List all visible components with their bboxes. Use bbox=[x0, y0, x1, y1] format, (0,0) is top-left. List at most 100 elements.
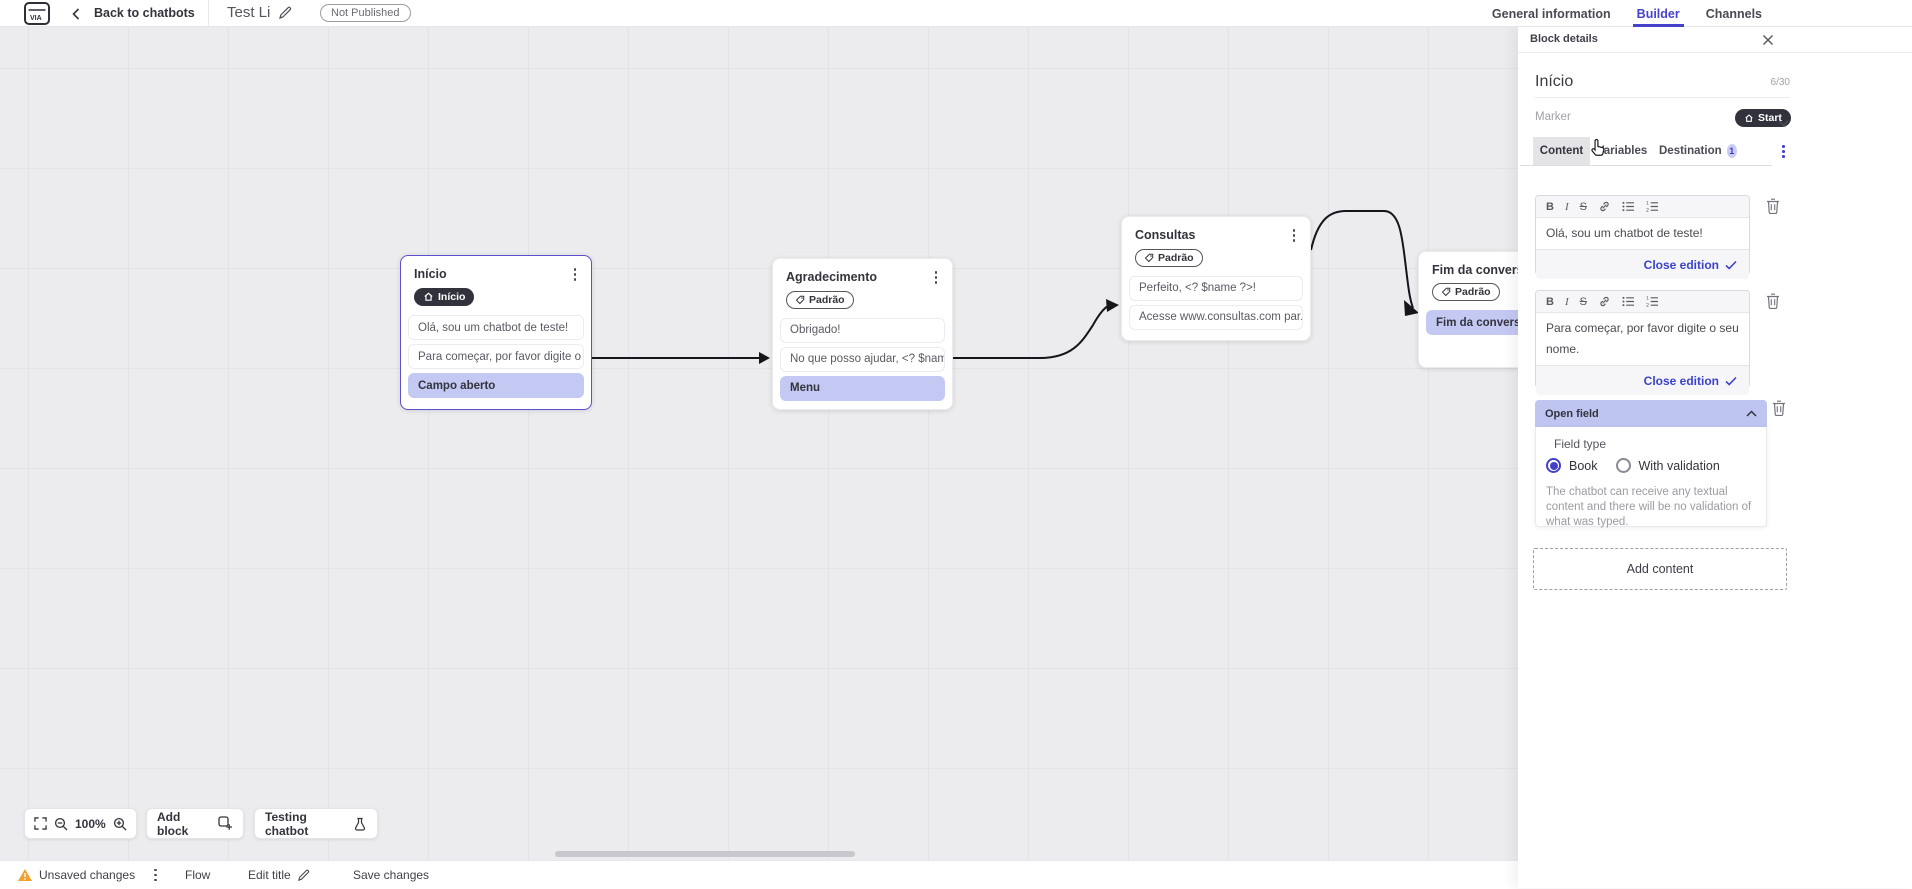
radio-selected-icon[interactable] bbox=[1546, 458, 1561, 473]
tab-builder[interactable]: Builder bbox=[1632, 0, 1684, 27]
close-edition-button[interactable]: Close edition bbox=[1643, 257, 1719, 272]
node-content-item[interactable]: Olá, sou um chatbot de teste! bbox=[408, 315, 584, 340]
delete-content-icon[interactable] bbox=[1766, 198, 1780, 219]
svg-text:2: 2 bbox=[1646, 208, 1649, 212]
zoom-in-icon[interactable] bbox=[113, 817, 127, 831]
close-edition-button[interactable]: Close edition bbox=[1643, 373, 1719, 388]
marker-value-pill[interactable]: Start bbox=[1735, 109, 1791, 127]
delete-open-field-icon[interactable] bbox=[1772, 400, 1786, 421]
svg-text:VIA: VIA bbox=[30, 15, 42, 22]
panel-menu-icon[interactable] bbox=[1780, 144, 1787, 159]
tab-destination[interactable]: Destination 1 bbox=[1659, 137, 1737, 165]
unsaved-changes-indicator: Unsaved changes bbox=[17, 861, 135, 889]
statusbar-menu-icon[interactable] bbox=[152, 861, 159, 889]
editor-text[interactable]: Para começar, por favor digite o seu nom… bbox=[1546, 321, 1739, 356]
horizontal-scrollbar[interactable] bbox=[555, 851, 855, 857]
node-content-item[interactable]: Para começar, por favor digite o ... bbox=[408, 344, 584, 369]
zoom-out-icon[interactable] bbox=[54, 817, 68, 831]
tab-general-information[interactable]: General information bbox=[1491, 6, 1611, 21]
open-field-body: Field type Book With validation The chat… bbox=[1535, 427, 1767, 528]
publish-status-badge: Not Published bbox=[320, 4, 411, 22]
back-to-chatbots-link[interactable]: Back to chatbots bbox=[94, 6, 195, 20]
bold-icon[interactable]: B bbox=[1546, 200, 1554, 213]
italic-icon[interactable]: I bbox=[1564, 295, 1569, 308]
panel-tabs: Content Variables Destination 1 bbox=[1518, 137, 1912, 165]
node-consultas[interactable]: Consultas Padrão Perfeito, <? $name ?>! … bbox=[1121, 216, 1311, 341]
edit-title-button[interactable]: Edit title bbox=[248, 861, 310, 889]
tag-icon bbox=[795, 295, 805, 304]
close-icon[interactable] bbox=[1762, 33, 1774, 51]
check-icon bbox=[1725, 376, 1737, 386]
start-marker-pill: Início bbox=[414, 287, 475, 306]
panel-header: Block details bbox=[1518, 27, 1912, 53]
bullet-list-icon[interactable] bbox=[1622, 296, 1635, 307]
divider bbox=[1535, 97, 1790, 98]
svg-text:1: 1 bbox=[1646, 296, 1649, 302]
node-inicio[interactable]: Início Início Olá, sou um chatbot de tes… bbox=[400, 255, 592, 410]
strikethrough-icon[interactable]: S bbox=[1579, 200, 1587, 213]
node-content-item[interactable]: Acesse www.consultas.com par... bbox=[1129, 304, 1303, 330]
radio-unselected-icon[interactable] bbox=[1615, 458, 1631, 473]
add-block-button[interactable]: Add block bbox=[146, 808, 244, 839]
svg-text:1: 1 bbox=[1646, 201, 1649, 207]
add-content-button[interactable]: Add content bbox=[1533, 548, 1787, 590]
tab-channels[interactable]: Channels bbox=[1705, 6, 1762, 21]
edit-title-icon[interactable] bbox=[278, 6, 292, 25]
node-title: Início bbox=[414, 267, 447, 282]
panel-title: Block details bbox=[1530, 33, 1598, 45]
radio-with-validation[interactable]: With validation bbox=[1615, 458, 1720, 473]
divider bbox=[208, 0, 209, 27]
testing-chatbot-button[interactable]: Testing chatbot bbox=[254, 808, 378, 839]
flow-button[interactable]: Flow bbox=[185, 868, 211, 882]
node-menu-icon[interactable] bbox=[572, 267, 579, 282]
add-block-icon bbox=[218, 816, 232, 830]
node-content-item[interactable]: Perfeito, <? $name ?>! bbox=[1129, 275, 1303, 301]
delete-content-icon[interactable] bbox=[1766, 293, 1780, 314]
back-chevron-icon[interactable] bbox=[72, 7, 80, 25]
node-title: Consultas bbox=[1135, 228, 1196, 243]
node-open-field-item[interactable]: Campo aberto bbox=[408, 373, 584, 398]
field-type-label: Field type bbox=[1554, 437, 1607, 451]
link-icon[interactable] bbox=[1598, 295, 1611, 308]
save-changes-button[interactable]: Save changes bbox=[353, 868, 430, 882]
block-name-input[interactable]: Início bbox=[1535, 73, 1574, 90]
node-agradecimento[interactable]: Agradecimento Padrão Obrigado! No que po… bbox=[772, 258, 953, 410]
field-type-description: The chatbot can receive any textual cont… bbox=[1546, 486, 1752, 528]
node-title: Agradecimento bbox=[786, 270, 877, 285]
tab-content[interactable]: Content bbox=[1533, 137, 1590, 165]
character-counter: 6/30 bbox=[1770, 77, 1790, 88]
tag-icon bbox=[1441, 287, 1451, 297]
warning-icon bbox=[18, 869, 32, 881]
top-bar: VIA Back to chatbots Test Li Not Publish… bbox=[0, 0, 1912, 27]
node-content-item[interactable]: No que posso ajudar, <? $name ... bbox=[780, 346, 945, 372]
bullet-list-icon[interactable] bbox=[1622, 201, 1635, 212]
italic-icon[interactable]: I bbox=[1564, 200, 1569, 213]
zoom-toolbar: 100% bbox=[24, 808, 137, 839]
tag-icon bbox=[1144, 253, 1154, 262]
field-type-options: Book With validation bbox=[1546, 458, 1756, 473]
check-icon bbox=[1725, 260, 1737, 270]
home-icon bbox=[1745, 114, 1753, 122]
node-menu-icon[interactable] bbox=[933, 270, 940, 285]
fullscreen-icon[interactable] bbox=[34, 817, 47, 830]
link-icon[interactable] bbox=[1598, 200, 1611, 213]
bold-icon[interactable]: B bbox=[1546, 295, 1554, 308]
flask-icon bbox=[354, 817, 366, 831]
open-field-section: Open field Field type Book With validati… bbox=[1535, 400, 1767, 528]
node-content-item[interactable]: Obrigado! bbox=[780, 317, 945, 343]
tab-variables[interactable]: Variables bbox=[1596, 145, 1648, 157]
marker-label: Marker bbox=[1535, 111, 1571, 123]
open-field-header[interactable]: Open field bbox=[1535, 400, 1767, 427]
home-icon bbox=[424, 292, 433, 301]
chevron-down-icon[interactable] bbox=[1778, 114, 1789, 132]
node-menu-icon[interactable] bbox=[1291, 228, 1298, 243]
radio-book[interactable]: Book bbox=[1546, 458, 1598, 473]
strikethrough-icon[interactable]: S bbox=[1579, 295, 1587, 308]
editor-text[interactable]: Olá, sou um chatbot de teste! bbox=[1546, 226, 1703, 240]
node-menu-item[interactable]: Menu bbox=[780, 375, 945, 401]
